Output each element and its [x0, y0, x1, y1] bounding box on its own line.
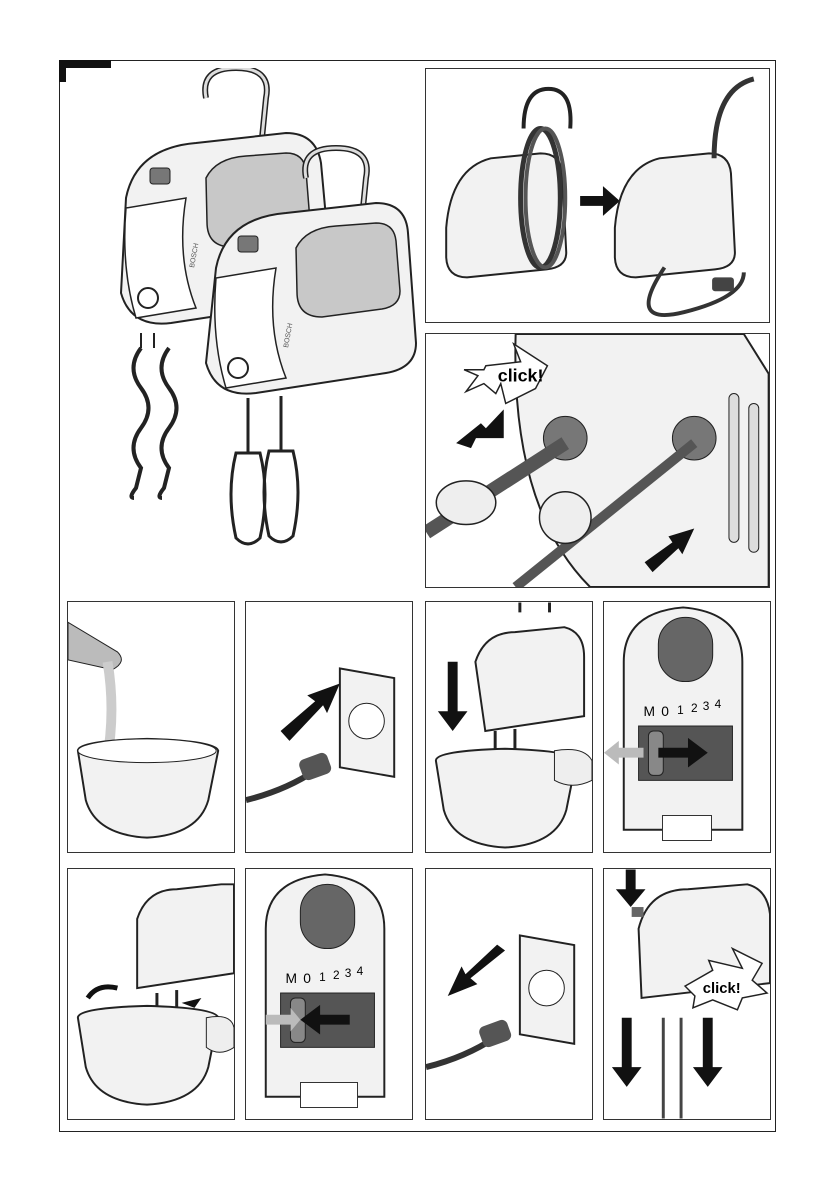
click-label-bottom: click!: [703, 981, 741, 997]
panel-cord-unwind: [425, 68, 770, 323]
speed-label-m: M: [644, 703, 656, 719]
pour-ingredients-illustration: [68, 602, 234, 852]
panel-pour-ingredients: [67, 601, 235, 853]
panel-plug-in: [245, 601, 413, 853]
panel-attach-click: click!: [425, 333, 770, 588]
plug-in-illustration: [246, 602, 412, 852]
blank-label-box-2: [300, 1082, 358, 1108]
click-label-top: click!: [498, 366, 544, 386]
panel-eject-click: click!: [603, 868, 771, 1120]
speed-label-2-2: 2: [333, 968, 340, 982]
eject-click-illustration: click!: [604, 869, 770, 1119]
panel-mixing: [67, 868, 235, 1120]
unplug-illustration: [426, 869, 592, 1119]
mixers-illustration: BOSCH BOSCH: [66, 68, 418, 588]
blank-label-box-1: [662, 815, 712, 841]
mixing-illustration: [68, 869, 234, 1119]
panel-insert-into-bowl: [425, 601, 593, 853]
speed-label-2: 2: [691, 701, 698, 715]
cord-unwind-illustration: [426, 69, 769, 322]
panel-unplug: [425, 868, 593, 1120]
speed-label-0: 0: [661, 703, 669, 719]
panel-mixers-overview: BOSCH BOSCH: [66, 68, 418, 588]
speed-label-m-2: M: [286, 970, 298, 986]
speed-label-3-2: 3: [345, 966, 352, 980]
attach-click-illustration: click!: [426, 334, 769, 587]
speed-label-0-2: 0: [303, 970, 311, 986]
speed-label-3: 3: [703, 699, 710, 713]
speed-label-1-2: 1: [319, 970, 326, 984]
speed-label-4: 4: [715, 697, 722, 711]
panel-speed-switch-off: M 0 1 2 3 4: [245, 868, 413, 1120]
speed-label-1: 1: [677, 703, 684, 717]
panel-speed-switch-on: M 0 1 2 3 4: [603, 601, 771, 853]
speed-label-4-2: 4: [357, 964, 364, 978]
insert-into-bowl-illustration: [426, 602, 592, 852]
